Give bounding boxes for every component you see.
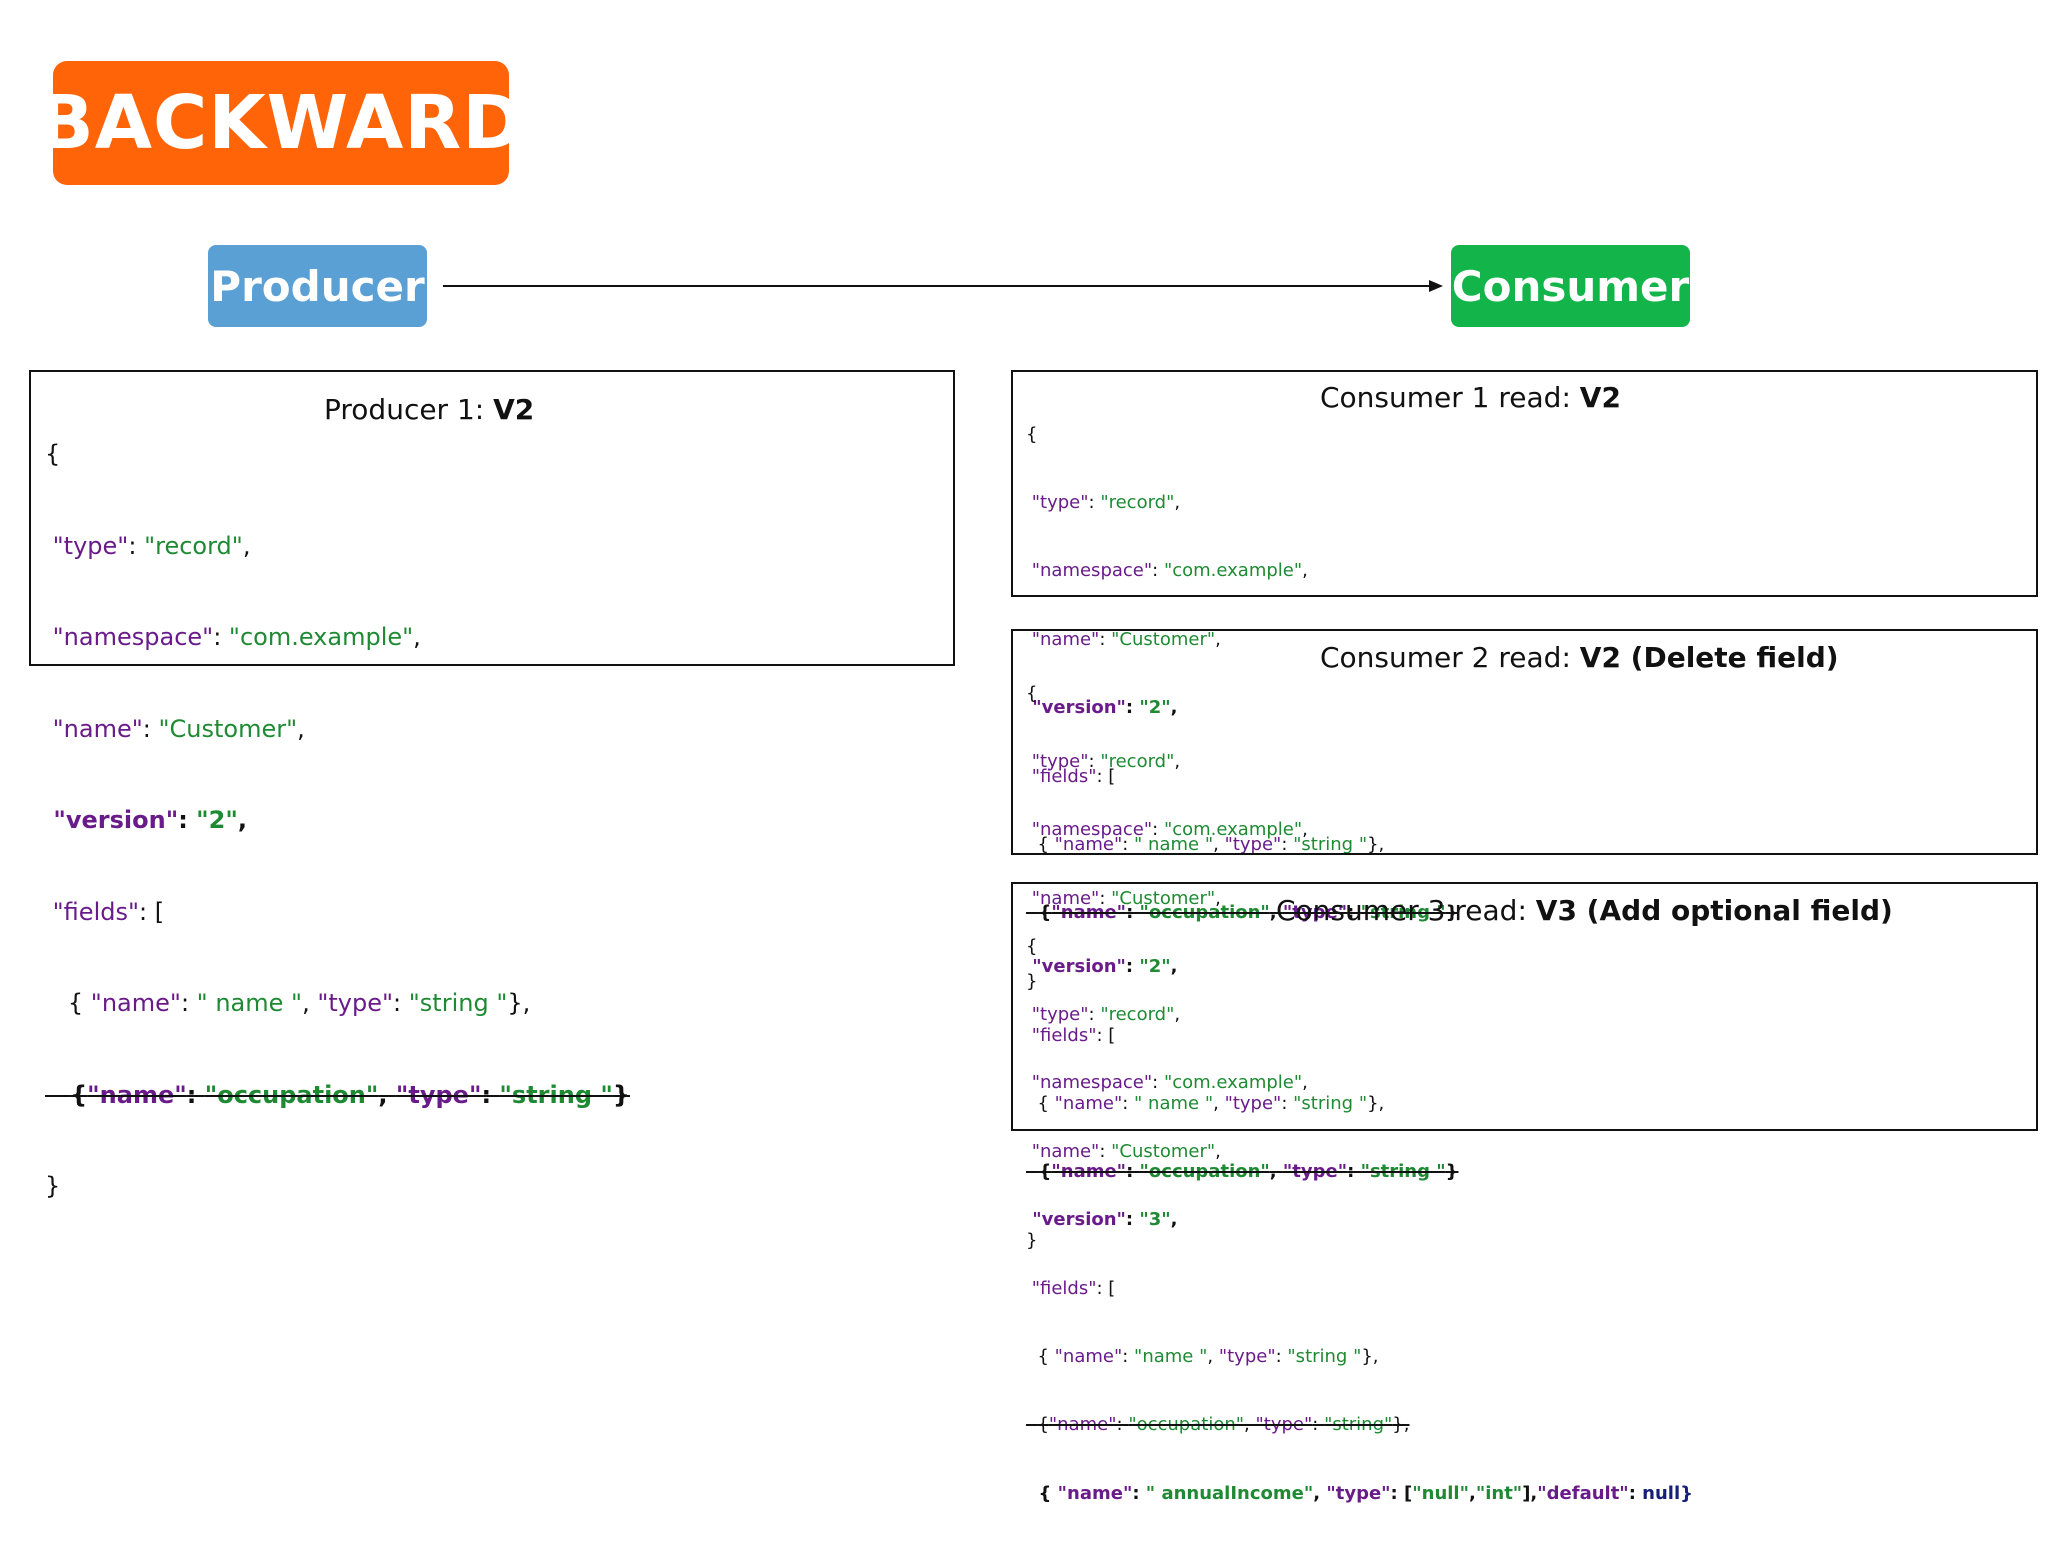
deleted-field-line: {"name": "occupation", "type": "string "… (1038, 902, 1459, 924)
schema-line: "version": "2", (1032, 956, 1178, 978)
schema-line: { (1026, 682, 1038, 704)
schema-line: "fields": [ (1031, 1277, 1116, 1299)
schema-line: "type": "record", (1031, 491, 1181, 513)
schema-line: } (1026, 970, 1038, 992)
schema-line: "type": "record", (1031, 750, 1181, 772)
consumer2-schema-box: Consumer 2 read: V2 (Delete field) { "ty… (1011, 629, 2038, 1251)
producer-caption: Producer 1: V2 (324, 393, 535, 426)
schema-line: "fields": [ (1031, 765, 1116, 787)
added-field-line: { "name": " annualIncome", "type": ["nul… (1038, 1482, 1693, 1504)
schema-line: { (45, 440, 61, 468)
deleted-field-line: {"name": "occupation", "type": "string "… (70, 1080, 630, 1109)
producer-to-consumer-arrow (443, 280, 1443, 292)
schema-line: "name": "Customer", (1031, 628, 1221, 650)
schema-line: "namespace": "com.example", (1031, 560, 1308, 582)
schema-line: "namespace": "com.example", (1031, 1072, 1308, 1094)
schema-line: "fields": [ (52, 897, 165, 926)
schema-line: "version": "2", (53, 806, 248, 834)
schema-line: "name": "Customer", (1031, 887, 1221, 909)
deleted-field-line: {"name": "occupation", "type": "string"}… (1037, 1414, 1410, 1436)
consumer1-schema-code: { "type": "record", "namespace": "com.ex… (1026, 378, 1458, 1039)
schema-line: "type": "record", (1031, 1003, 1181, 1025)
schema-line: "namespace": "com.example", (52, 623, 421, 651)
schema-line: "version": "3", (1032, 1209, 1178, 1231)
schema-line: } (45, 1172, 61, 1200)
producer-schema-box: Producer 1: V2 { "type": "record", "name… (29, 370, 955, 1200)
consumer1-schema-box: Consumer 1 read: V2 { "type": "record", … (1011, 370, 2038, 992)
consumer1-caption: Consumer 1 read: V2 (1320, 381, 1621, 414)
schema-line: "version": "2", (1032, 697, 1178, 719)
schema-line: { (1026, 423, 1038, 445)
schema-line: { "name": " name ", "type": "string "}, (1037, 1092, 1385, 1114)
producer-schema-code: { "type": "record", "namespace": "com.ex… (45, 378, 630, 1263)
schema-line: "name": "Customer", (1031, 1140, 1221, 1162)
schema-line: { "name": " name ", "type": "string "}, (67, 989, 531, 1017)
schema-line: { "name": "name ", "type": "string "}, (1037, 1345, 1379, 1367)
schema-line: "fields": [ (1031, 1024, 1116, 1046)
schema-line: { "name": " name ", "type": "string "}, (1037, 833, 1385, 855)
consumer3-schema-code: { "type": "record", "namespace": "com.ex… (1026, 890, 1693, 1551)
consumer2-caption: Consumer 2 read: V2 (Delete field) (1320, 641, 1839, 674)
consumer-badge: Consumer (1451, 245, 1690, 327)
schema-line: "type": "record", (52, 531, 251, 560)
producer-badge: Producer (208, 245, 427, 327)
consumer3-schema-box: Consumer 3 read: V3 (Add optional field)… (1011, 882, 2038, 1504)
schema-line: "name": "Customer", (52, 714, 305, 743)
schema-line: "namespace": "com.example", (1031, 819, 1308, 841)
consumer3-caption: Consumer 3 read: V3 (Add optional field) (1276, 894, 1893, 927)
schema-line: { (1026, 935, 1038, 957)
title-badge: BACKWARD (37, 61, 524, 185)
